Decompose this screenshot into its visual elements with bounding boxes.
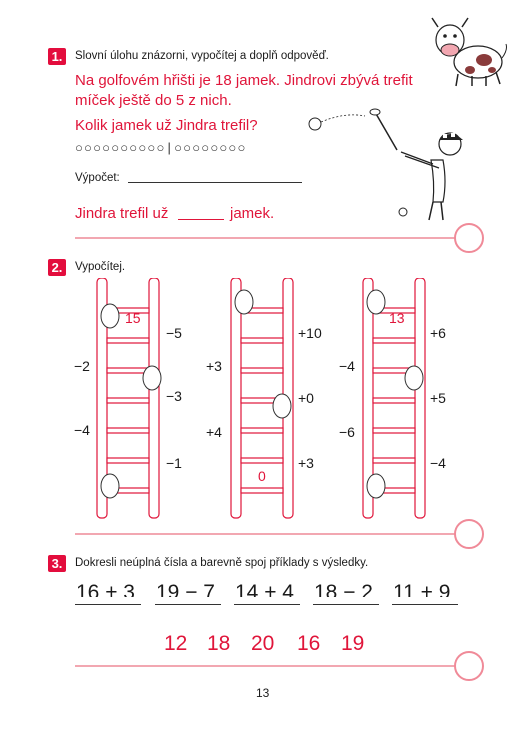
- ladder1-right-op-1: −5: [166, 325, 182, 341]
- result-1[interactable]: 12: [164, 632, 188, 655]
- task1-story-line2: míček ještě do 5 z nich.: [75, 92, 232, 109]
- task1-number: 1.: [48, 48, 66, 65]
- task2-separator: [75, 533, 465, 535]
- expression-3-line: [234, 604, 300, 605]
- expression-2-line: [155, 604, 221, 605]
- result-4[interactable]: 16: [297, 632, 321, 655]
- ladder3-left-op-1: −4: [339, 358, 355, 374]
- expression-3: 14 + 4: [235, 581, 294, 597]
- task3-number: 3.: [48, 555, 66, 572]
- ladder1-start[interactable]: 15: [125, 310, 141, 326]
- ladder3-start[interactable]: 13: [389, 310, 405, 326]
- answer-input-line[interactable]: [178, 204, 224, 220]
- expression-5-line: [392, 604, 458, 605]
- task1-instruction: Slovní úlohu znázorni, vypočítej a doplň…: [75, 50, 329, 62]
- task2-separator-ring: [454, 519, 484, 549]
- circles-left: ○○○○○○○○○○: [75, 140, 166, 155]
- task1-separator-ring: [454, 223, 484, 253]
- task3-separator-ring: [454, 651, 484, 681]
- ladder2-right-op-1: +10: [298, 325, 322, 341]
- result-3[interactable]: 20: [251, 632, 275, 655]
- ladder-1: [96, 278, 162, 519]
- task1-separator: [75, 237, 465, 239]
- ladder1-right-op-3: −1: [166, 455, 182, 471]
- answer-text-1: Jindra trefil už: [75, 205, 169, 222]
- ladder3-left-op-2: −6: [339, 424, 355, 440]
- task2-instruction: Vypočítej.: [75, 261, 126, 273]
- cow-illustration: [431, 17, 507, 87]
- ladder3-right-op-3: −4: [430, 455, 446, 471]
- task3-instruction: Dokresli neúplná čísla a barevně spoj př…: [75, 557, 369, 569]
- expression-1-line: [75, 604, 141, 605]
- ladder-3: [362, 278, 426, 519]
- task1-story-line1: Na golfovém hřišti je 18 jamek. Jindrovi…: [75, 72, 413, 89]
- golfer-illustration: [308, 108, 463, 221]
- task1-circles-row[interactable]: ○○○○○○○○○○|○○○○○○○○: [75, 140, 247, 155]
- ladder1-left-op-1: −2: [74, 358, 90, 374]
- ladder-2: [230, 278, 294, 519]
- expression-1: 16 + 3: [76, 581, 135, 597]
- ladder3-right-op-1: +6: [430, 325, 446, 341]
- result-5[interactable]: 19: [341, 632, 365, 655]
- expression-2: 19 − 7: [156, 581, 215, 597]
- calc-label: Výpočet:: [75, 172, 120, 184]
- ladder2-end[interactable]: 0: [258, 468, 266, 484]
- expression-5: 11 + 9: [393, 581, 451, 597]
- ladder2-right-op-2: +0: [298, 390, 314, 406]
- task1-question: Kolik jamek už Jindra trefil?: [75, 117, 258, 134]
- ladder1-left-op-2: −4: [74, 422, 90, 438]
- expression-4-line: [313, 604, 379, 605]
- ladder1-right-op-2: −3: [166, 388, 182, 404]
- ladder2-left-op-2: +4: [206, 424, 222, 440]
- ladder2-left-op-1: +3: [206, 358, 222, 374]
- result-2[interactable]: 18: [207, 632, 231, 655]
- circles-right: ○○○○○○○○: [174, 140, 247, 155]
- circles-separator: |: [167, 140, 173, 155]
- ladder3-right-op-2: +5: [430, 390, 446, 406]
- task2-number: 2.: [48, 259, 66, 276]
- page-number: 13: [256, 686, 270, 700]
- answer-text-2: jamek.: [230, 205, 275, 222]
- expression-4: 18 − 2: [314, 581, 373, 597]
- calc-input-line[interactable]: [128, 170, 302, 183]
- task3-separator: [75, 665, 465, 667]
- ladder2-right-op-3: +3: [298, 455, 314, 471]
